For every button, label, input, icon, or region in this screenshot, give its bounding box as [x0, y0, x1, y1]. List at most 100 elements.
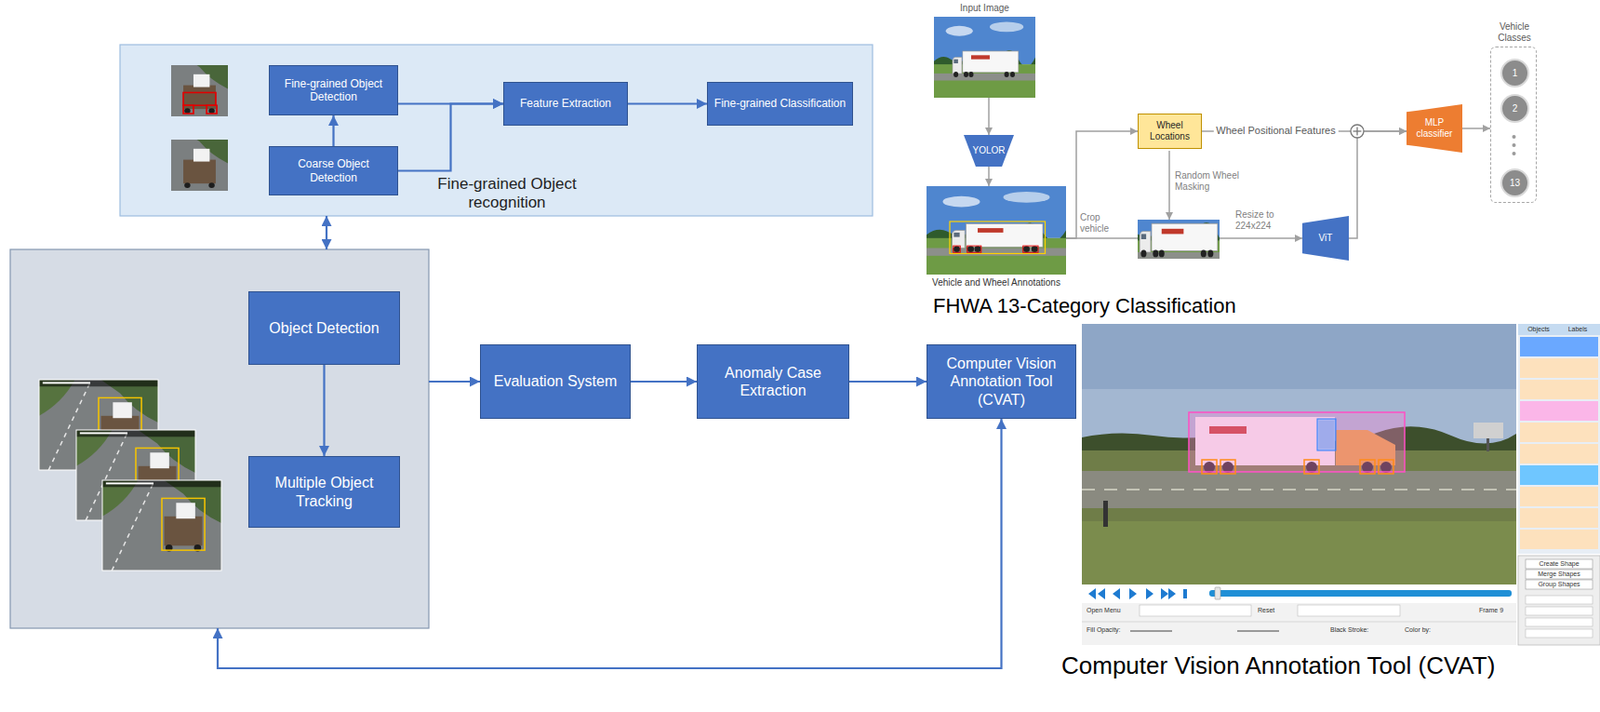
connector-arrow: [217, 418, 1002, 668]
heading-label: Vehicle Classes: [1481, 21, 1547, 44]
ui-text: Fill Opacity:: [1086, 626, 1121, 634]
ellipsis-dots: [1512, 143, 1517, 147]
connector-arrow: [1066, 131, 1138, 239]
process-box: Fine-grained Classification: [706, 81, 854, 126]
cvat-screenshot: [1081, 584, 1517, 603]
box-label: 1: [1512, 67, 1519, 80]
cvat-screenshot: [1209, 589, 1512, 597]
process-box: Fine-grained Object Detection: [268, 65, 399, 116]
connector-arrow: [332, 115, 334, 147]
connector-arrow: [322, 364, 325, 456]
annotated-image: [949, 221, 1046, 254]
thumbnail-image: [130, 55, 232, 204]
cvat-screenshot: [1520, 379, 1599, 400]
process-box: Anomaly Case Extraction: [696, 344, 850, 419]
annotation-note: Random Wheel Masking: [1174, 170, 1242, 193]
cvat-screenshot: [1525, 617, 1593, 627]
cvat-screenshot: [1081, 470, 1517, 508]
panel-ground: [10, 249, 429, 628]
connector-arrow: [1462, 127, 1491, 130]
cvat-screenshot: [1146, 587, 1176, 600]
detector-block: YOLOR: [963, 134, 1014, 167]
annotated-image: [967, 245, 982, 253]
figure-caption: Computer Vision Annotation Tool (CVAT): [1061, 651, 1495, 680]
connector-arrow: [398, 104, 504, 172]
cvat-screenshot: [1486, 438, 1490, 452]
classifier-block-outline: [1406, 104, 1463, 153]
cvat-screenshot: [1201, 459, 1217, 474]
annotated-image: [926, 186, 1067, 275]
annotated-image: [1023, 245, 1039, 253]
cvat-screenshot: [1081, 602, 1517, 645]
thumbnail-image: [130, 55, 232, 130]
class-circle: 13: [1500, 168, 1530, 198]
box-label: Anomaly Case Extraction: [705, 363, 841, 400]
box-label: Computer Vision Annotation Tool (CVAT): [934, 354, 1068, 409]
process-box: Coarse Object Detection: [268, 146, 399, 196]
thumbnail-image: [130, 130, 232, 204]
box-label: ViT: [1319, 232, 1334, 244]
connector-arrow: [1348, 131, 1407, 239]
masking-arrow: [1168, 150, 1171, 220]
ui-text: Group Shapes: [1525, 579, 1593, 588]
cvat-screenshot: [1081, 323, 1517, 585]
connector-arrow: [325, 215, 328, 250]
class-list: Vehicle Classes1213: [1490, 46, 1537, 203]
connector-arrow: [428, 380, 480, 383]
cvat-screenshot: [1081, 488, 1517, 491]
group-panel: Fine-grained Object recognitionFine-grai…: [120, 44, 873, 216]
box-label: Multiple Object Tracking: [256, 473, 392, 509]
connector-arrow: [627, 102, 707, 105]
ui-text: Create Shape: [1525, 559, 1593, 568]
annotated-image: [953, 245, 961, 253]
tracking-frames: [102, 480, 222, 571]
cvat-screenshot: [1520, 507, 1599, 528]
cvat-screenshot: [1520, 443, 1599, 464]
thumbnail-image: [206, 105, 217, 114]
cvat-screenshot: [1473, 422, 1504, 439]
ellipsis-dots: [1512, 134, 1517, 156]
ui-text: Open Menu: [1086, 606, 1121, 614]
cvat-screenshot: [1378, 459, 1394, 474]
cvat-screenshot: [1525, 606, 1593, 615]
class-circle: 2: [1500, 93, 1530, 123]
thumbnail-image: [130, 55, 232, 130]
input-image: [933, 16, 1036, 98]
process-box: Evaluation System: [480, 344, 631, 419]
cvat-screenshot: [1214, 586, 1221, 600]
cvat-screenshot: [1525, 569, 1593, 579]
cvat-screenshot: [1518, 323, 1600, 554]
cvat-screenshot: [1081, 621, 1517, 623]
box-label: Evaluation System: [493, 372, 618, 390]
panel-ground: [120, 44, 873, 216]
box-label: Wheel Locations: [1141, 120, 1199, 143]
ellipsis-dots: [1512, 134, 1517, 139]
cvat-screenshot: [1525, 579, 1593, 589]
connector-arrow: [849, 380, 927, 383]
annotated-image: [926, 186, 1067, 275]
tracking-frames: [39, 379, 222, 571]
ui-text: Color by:: [1404, 626, 1431, 634]
encoder-block-outline: [1302, 215, 1349, 261]
cvat-screenshot: [1220, 459, 1236, 474]
input-image: [933, 16, 1036, 98]
cvat-screenshot: [1520, 336, 1599, 357]
connector-arrow: [987, 166, 990, 187]
cvat-screenshot: [1518, 555, 1600, 645]
class-circle: 1: [1500, 58, 1530, 88]
classifier-block: MLP classifier: [1406, 104, 1463, 153]
ui-text: Objects: [1520, 324, 1558, 334]
edge-label: Crop vehicle: [1080, 212, 1121, 235]
cvat-screenshot: [1317, 418, 1336, 451]
process-box: Object Detection: [248, 291, 400, 365]
cvat-screenshot: [1520, 486, 1599, 507]
cvat-screenshot: [1520, 422, 1599, 442]
box-label: Fine-grained Object Detection: [275, 77, 392, 105]
annotated-image: [926, 186, 1067, 275]
process-box: Feature Extraction: [503, 81, 628, 126]
box-label: Coarse Object Detection: [275, 157, 392, 185]
encoder-block: ViT: [1302, 215, 1349, 261]
group-panel: Object DetectionMultiple Object Tracking: [10, 249, 429, 628]
heading-label: Vehicle and Wheel Annotations: [907, 277, 1085, 289]
